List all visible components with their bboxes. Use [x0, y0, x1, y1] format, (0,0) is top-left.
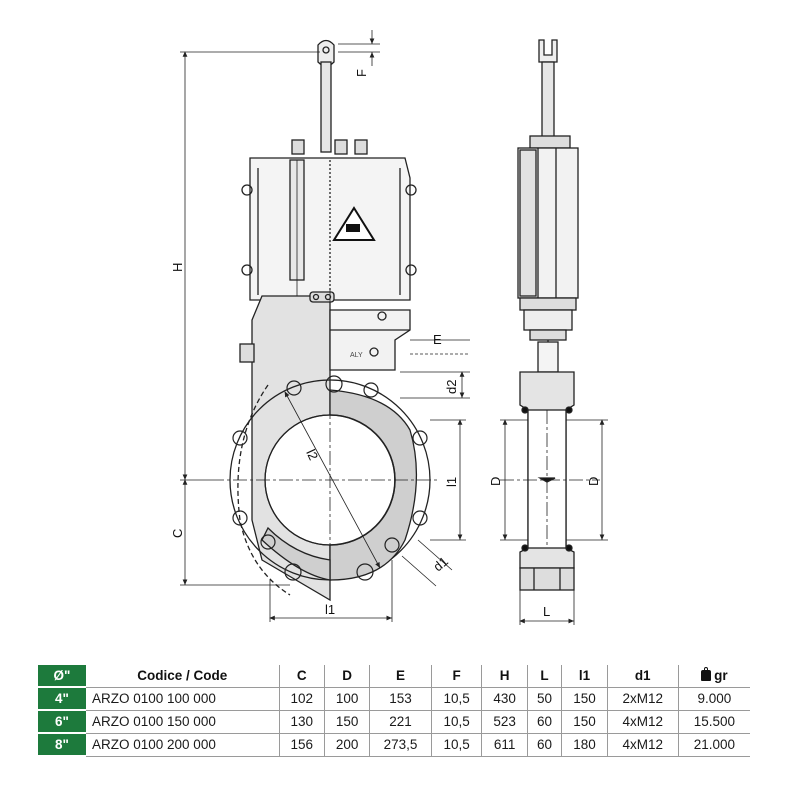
- col-header-L: L: [527, 665, 563, 687]
- row-size: 6": [38, 710, 86, 734]
- row-H: 430: [481, 687, 528, 710]
- row-H: 611: [481, 733, 528, 756]
- row-F: 10,5: [431, 733, 483, 756]
- row-l1: 150: [561, 687, 608, 710]
- table-row: 4" ARZO 0100 100 000 102 100 153 10,5 43…: [38, 687, 750, 711]
- stem: [320, 61, 332, 153]
- row-d1: 4xM12: [607, 710, 679, 733]
- col-header-F: F: [431, 665, 483, 687]
- front-view: ALY: [210, 39, 440, 602]
- row-C: 130: [279, 710, 325, 733]
- row-C: 102: [279, 687, 325, 710]
- weight-icon: [701, 667, 712, 682]
- row-F: 10,5: [431, 687, 483, 710]
- row-code: ARZO 0100 150 000: [86, 710, 280, 733]
- row-weight: 21.000: [693, 737, 736, 752]
- col-header-H: H: [481, 665, 528, 687]
- col-header-D: D: [324, 665, 371, 687]
- table-row: 8" ARZO 0100 200 000 156 200 273,5 10,5 …: [38, 733, 750, 757]
- dimension-lines: [180, 30, 608, 625]
- weight-unit-label: gr: [714, 668, 728, 684]
- col-header-E: E: [369, 665, 432, 687]
- dim-label-E: E: [433, 332, 442, 347]
- row-L: 60: [527, 733, 563, 756]
- row-l1: 150: [561, 710, 608, 733]
- row-D: 150: [324, 710, 371, 733]
- dim-label-l1-right: l1: [444, 477, 459, 487]
- col-header-code: Codice / Code: [86, 665, 280, 687]
- row-E: 153: [369, 687, 432, 710]
- row-size: 8": [38, 733, 86, 757]
- dim-label-C: C: [170, 529, 185, 538]
- dim-label-H: H: [170, 263, 185, 272]
- row-D: 200: [324, 733, 371, 756]
- side-view: [500, 39, 600, 591]
- row-weight: 15.500: [693, 714, 736, 729]
- col-header-size: Ø": [38, 665, 86, 688]
- row-D: 100: [324, 687, 371, 710]
- specification-table: Ø" Codice / Code C D E F H L l1 d1 gr 4"…: [38, 665, 750, 757]
- row-code: ARZO 0100 100 000: [86, 687, 280, 710]
- valve-technical-drawing: ALY: [170, 30, 608, 625]
- row-H: 523: [481, 710, 528, 733]
- row-E: 221: [369, 710, 432, 733]
- row-F: 10,5: [431, 710, 483, 733]
- row-code: ARZO 0100 200 000: [86, 733, 280, 756]
- body-marking: ALY: [350, 352, 363, 359]
- row-l1: 180: [561, 733, 608, 756]
- stem-fork: [538, 39, 558, 63]
- col-header-weight: gr: [678, 665, 750, 687]
- dim-label-d2: d2: [444, 380, 459, 394]
- dim-label-D-right: D: [586, 477, 601, 486]
- row-L: 60: [527, 710, 563, 733]
- row-size: 4": [38, 687, 86, 711]
- table-row: 6" ARZO 0100 150 000 130 150 221 10,5 52…: [38, 710, 750, 734]
- hand-crush-warning-icon: [332, 206, 376, 241]
- row-E: 273,5: [369, 733, 432, 756]
- row-d1: 4xM12: [607, 733, 679, 756]
- row-L: 50: [527, 687, 563, 710]
- dim-label-d1: d1: [430, 554, 451, 575]
- row-d1: 2xM12: [607, 687, 679, 710]
- table-header-row: Ø" Codice / Code C D E F H L l1 d1 gr: [38, 665, 750, 688]
- dim-label-l1-bottom: l1: [325, 602, 335, 617]
- col-header-l1: l1: [561, 665, 608, 687]
- dim-label-L: L: [543, 604, 550, 619]
- dim-label-F: F: [354, 69, 369, 77]
- col-header-d1: d1: [607, 665, 679, 687]
- dim-label-D-left: D: [488, 477, 503, 486]
- row-C: 156: [279, 733, 325, 756]
- col-header-C: C: [279, 665, 325, 687]
- row-weight: 9.000: [697, 691, 732, 706]
